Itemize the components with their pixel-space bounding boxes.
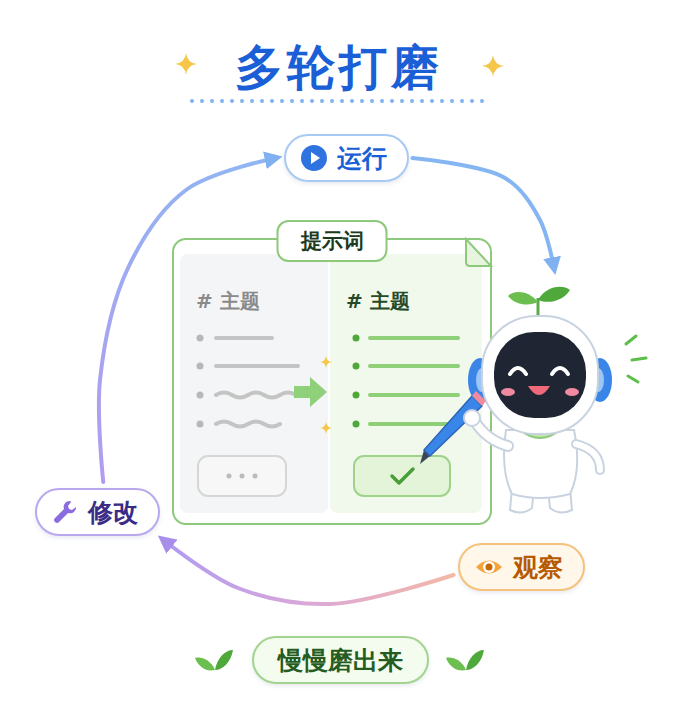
- leaf-icon: [446, 650, 484, 671]
- refined-panel: # 主题: [330, 254, 482, 513]
- sparkle: [175, 53, 197, 75]
- draft-panel: # 主题: [180, 254, 328, 513]
- diagram-title: 多轮打磨: [0, 36, 677, 100]
- step-label: 运行: [337, 142, 387, 175]
- step-label: 修改: [88, 496, 138, 529]
- sparkle: [482, 55, 504, 77]
- step-label: 慢慢磨出来: [278, 644, 403, 677]
- step-pill: 运行: [284, 134, 409, 182]
- panel-heading: # 主题: [196, 289, 260, 313]
- step-icon: [51, 498, 79, 526]
- prompt-document: # 主题# 主题提示词: [172, 238, 492, 525]
- tab-label: 提示词: [277, 220, 388, 262]
- cycle-arrow: [164, 540, 454, 604]
- motion-ticks: [626, 336, 646, 382]
- step-icon: [474, 553, 504, 581]
- step-pill: 修改: [35, 488, 160, 536]
- step-pill: 观察: [458, 543, 585, 591]
- dotted-rule: [192, 99, 488, 103]
- step-icon: [300, 144, 328, 172]
- motto-pill: 慢慢磨出来: [252, 636, 429, 684]
- leaf-icon: [195, 650, 233, 671]
- step-label: 观察: [513, 551, 563, 584]
- panel-heading: # 主题: [346, 289, 410, 313]
